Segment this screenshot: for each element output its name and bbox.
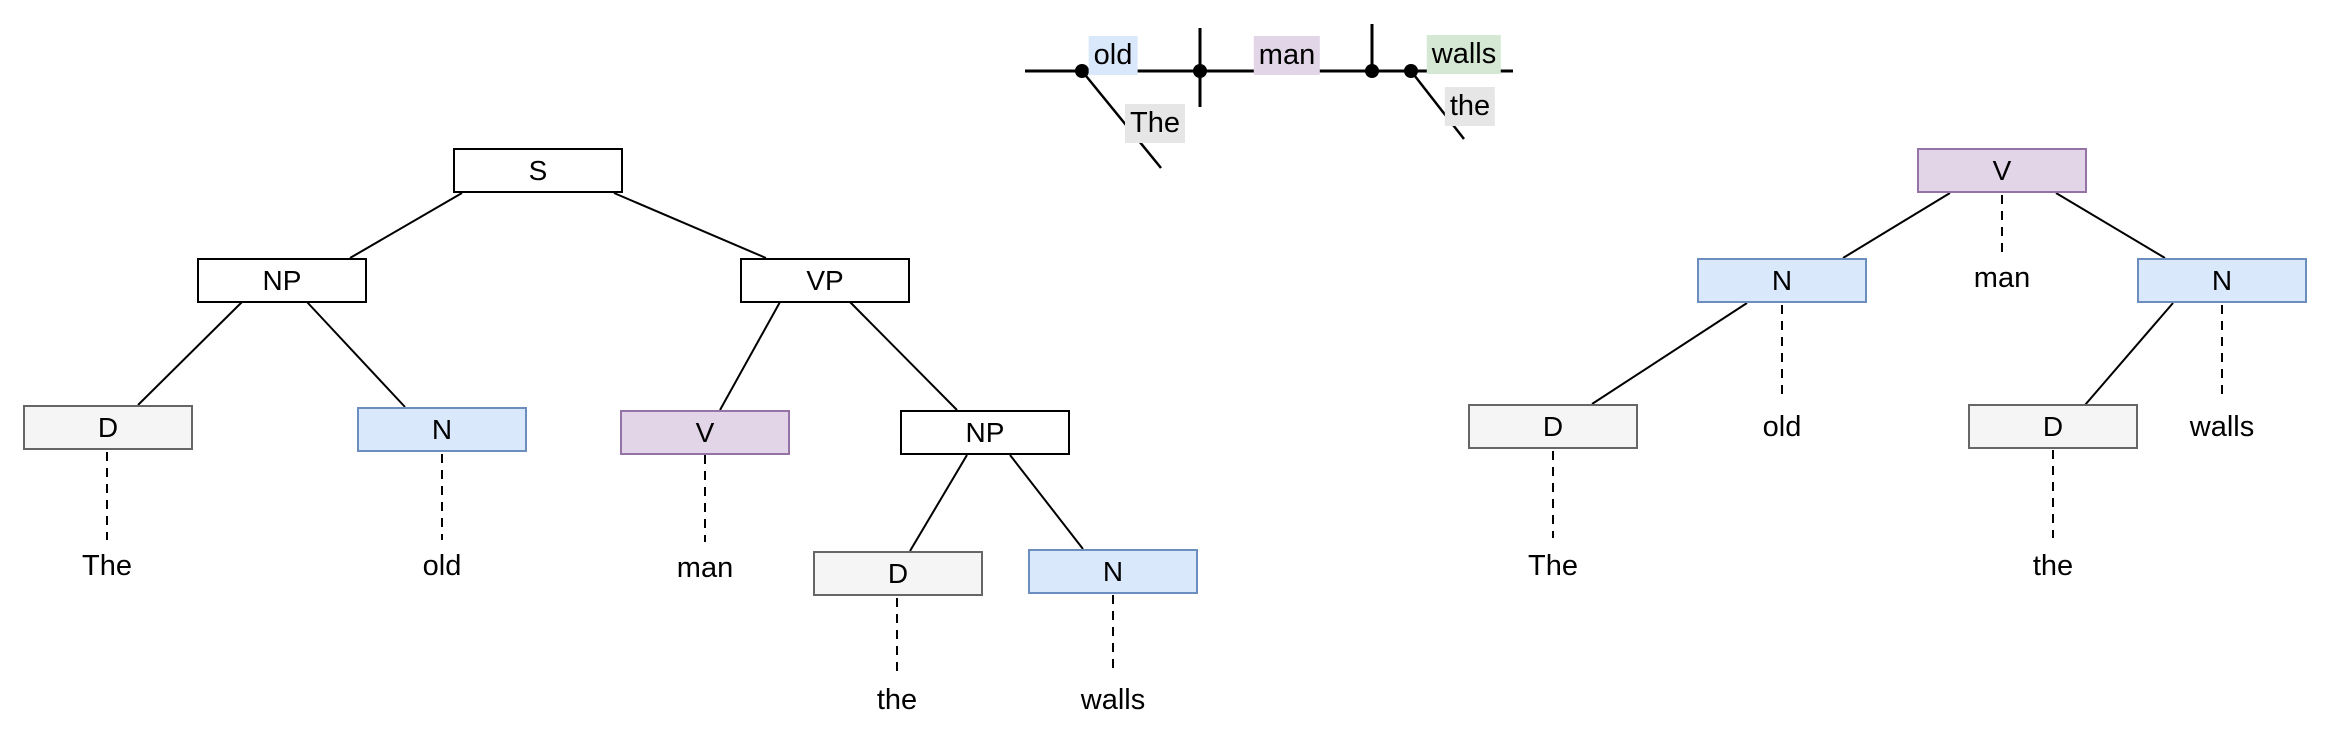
edge-n1-d1 <box>1591 302 1748 405</box>
modifier-slant-The <box>1081 70 1162 169</box>
node-VP: VP <box>740 258 910 303</box>
dependency-edges <box>1591 192 2174 406</box>
connector-dot <box>1404 64 1418 78</box>
edge-np1-d1 <box>137 301 243 406</box>
leaf-word-The: The <box>82 550 132 582</box>
diagram-word-subject: old <box>1088 36 1138 75</box>
node-S: S <box>453 148 623 193</box>
node-D2: D <box>813 551 983 596</box>
connector-dot <box>1365 64 1379 78</box>
edge-np2-n2 <box>1009 454 1084 550</box>
node-D1: D <box>1468 404 1638 449</box>
node-N2: N <box>2137 258 2307 303</box>
edge-s-np1 <box>349 192 463 259</box>
leaf-word-old: old <box>422 550 462 582</box>
edge-n2-d2 <box>2084 302 2174 406</box>
connector-dot <box>1075 64 1089 78</box>
node-NP1: NP <box>197 258 367 303</box>
leaf-word-man: man <box>676 552 734 584</box>
leaf-word-walls: walls <box>2189 411 2255 443</box>
diagram-word-object: walls <box>1426 35 1502 74</box>
connector-dots <box>1075 64 1418 78</box>
leaf-word-old: old <box>1762 411 1802 443</box>
leaf-word-walls: walls <box>1080 684 1146 716</box>
node-V: V <box>1917 148 2087 193</box>
edge-vp-np2 <box>849 301 958 411</box>
node-N2: N <box>1028 549 1198 594</box>
edge-v-n1 <box>1842 192 1951 259</box>
modifier-slant-the <box>1410 70 1465 140</box>
leaf-word-The: The <box>1528 550 1578 582</box>
edge-vp-v <box>719 301 781 411</box>
edge-s-vp <box>613 192 767 259</box>
node-NP2: NP <box>900 410 1070 455</box>
dependency-word-links <box>1552 195 2223 538</box>
edge-np2-d2 <box>909 454 968 552</box>
node-D2: D <box>1968 404 2138 449</box>
diagram-word-verb: man <box>1253 36 1321 75</box>
constituency-edges <box>137 192 1084 552</box>
node-V: V <box>620 410 790 455</box>
diagram-word-subject-modifier: The <box>1125 104 1185 143</box>
leaf-word-the: the <box>2032 550 2074 582</box>
edge-np1-n1 <box>306 301 406 408</box>
edge-v-n2 <box>2055 192 2166 259</box>
node-D1: D <box>23 405 193 450</box>
constituency-word-links <box>106 452 1114 675</box>
leaf-word-the: the <box>876 684 918 716</box>
connector-dot <box>1193 64 1207 78</box>
node-N1: N <box>357 407 527 452</box>
diagram-word-object-modifier: the <box>1444 87 1496 126</box>
node-N1: N <box>1697 258 1867 303</box>
leaf-word-man: man <box>1973 262 2031 294</box>
